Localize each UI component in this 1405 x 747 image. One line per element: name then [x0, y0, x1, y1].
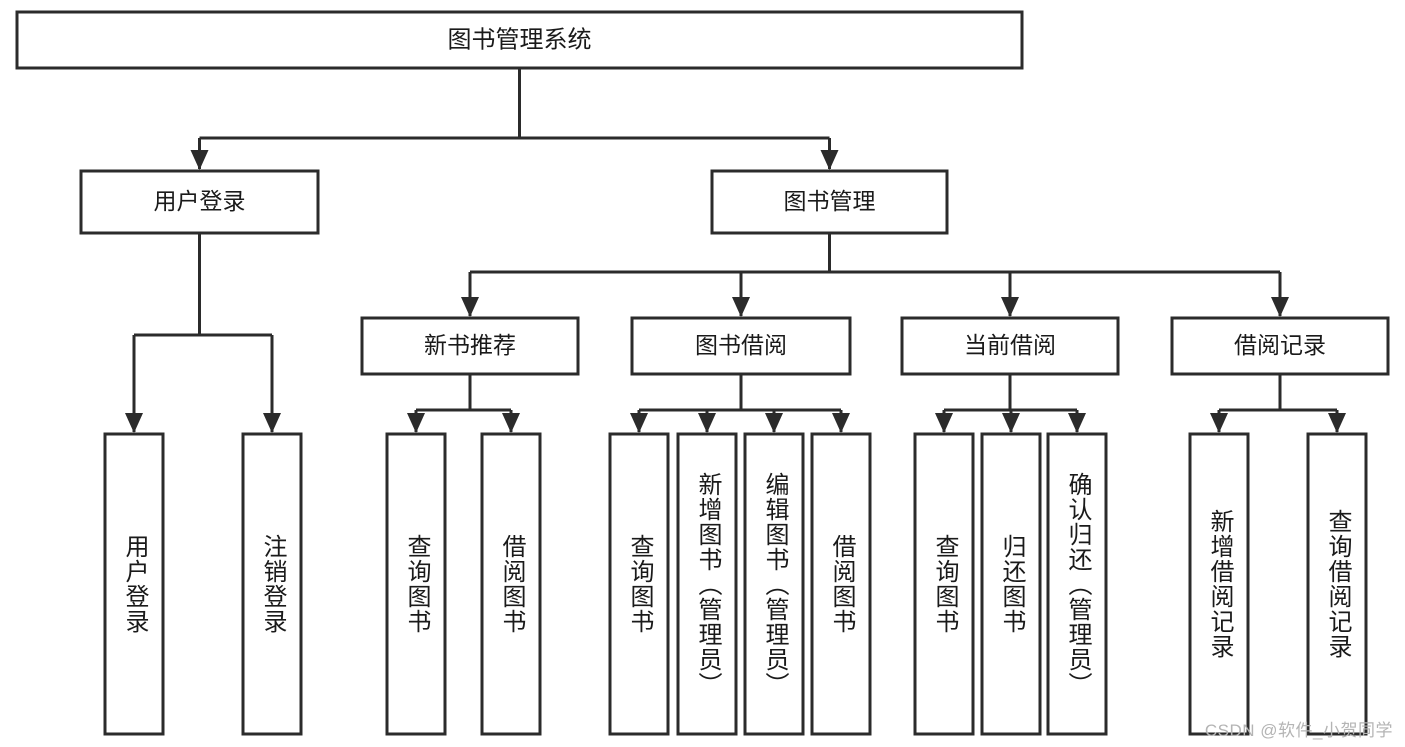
- arrow-head-icon-leaf-query-book-rec: [407, 413, 425, 433]
- node-leaf-query-record-box[interactable]: [1306, 432, 1368, 736]
- node-leaf-query-book-cb-box[interactable]: [913, 432, 975, 736]
- node-user-login-box[interactable]: [79, 169, 320, 235]
- node-leaf-logout-box[interactable]: [241, 432, 303, 736]
- node-new-book-rec-label: 新书推荐: [424, 332, 516, 358]
- node-leaf-query-book-br-box[interactable]: [608, 432, 670, 736]
- node-book-manage-label: 图书管理: [784, 188, 876, 214]
- node-root-label: 图书管理系统: [448, 26, 592, 53]
- arrow-head-icon-leaf-query-record: [1328, 413, 1346, 433]
- arrow-head-icon-leaf-query-book-cb: [935, 413, 953, 433]
- node-leaf-add-record-box[interactable]: [1188, 432, 1250, 736]
- arrow-head-icon-borrow-record: [1271, 297, 1289, 317]
- arrow-head-icon-book-borrow: [732, 297, 750, 317]
- boxes-layer: [15, 10, 1390, 736]
- arrow-head-icon-current-borrow: [1001, 297, 1019, 317]
- node-borrow-record-box[interactable]: [1170, 316, 1390, 376]
- arrow-head-icon-leaf-borrow-book-rec: [502, 413, 520, 433]
- arrow-head-icon-new-book-rec: [461, 297, 479, 317]
- edges-layer: [125, 68, 1346, 433]
- arrow-head-icon-leaf-edit-book: [765, 413, 783, 433]
- watermark-text: CSDN @软件_小贺同学: [1204, 721, 1393, 740]
- arrow-head-icon-leaf-confirm-return: [1068, 413, 1086, 433]
- arrow-head-icon-leaf-query-book-br: [630, 413, 648, 433]
- node-book-manage-box[interactable]: [710, 169, 949, 235]
- node-leaf-return-book-box[interactable]: [980, 432, 1042, 736]
- node-book-borrow-box[interactable]: [630, 316, 852, 376]
- arrow-head-icon-book-manage: [820, 150, 839, 170]
- arrow-head-icon-leaf-return-book: [1002, 413, 1020, 433]
- node-leaf-edit-book-box[interactable]: [743, 432, 805, 736]
- arrow-head-icon-user-login: [190, 150, 209, 170]
- node-leaf-borrow-book-br-box[interactable]: [810, 432, 872, 736]
- node-leaf-confirm-return-box[interactable]: [1046, 432, 1108, 736]
- node-user-login-label: 用户登录: [154, 188, 246, 214]
- arrow-head-icon-leaf-add-book: [698, 413, 716, 433]
- node-current-borrow-label: 当前借阅: [964, 332, 1056, 358]
- arrow-head-icon-leaf-logout: [263, 413, 281, 433]
- node-new-book-rec-box[interactable]: [360, 316, 580, 376]
- arrow-head-icon-leaf-add-record: [1210, 413, 1228, 433]
- node-leaf-add-book-box[interactable]: [676, 432, 738, 736]
- arrow-head-icon-leaf-user-login: [125, 413, 143, 433]
- node-root-box[interactable]: [15, 10, 1024, 70]
- node-borrow-record-label: 借阅记录: [1234, 332, 1326, 358]
- node-book-borrow-label: 图书借阅: [695, 332, 787, 358]
- node-leaf-borrow-book-rec-box[interactable]: [480, 432, 542, 736]
- node-leaf-query-book-rec-box[interactable]: [385, 432, 447, 736]
- node-leaf-user-login-box[interactable]: [103, 432, 165, 736]
- node-current-borrow-box[interactable]: [900, 316, 1120, 376]
- arrow-head-icon-leaf-borrow-book-br: [832, 413, 850, 433]
